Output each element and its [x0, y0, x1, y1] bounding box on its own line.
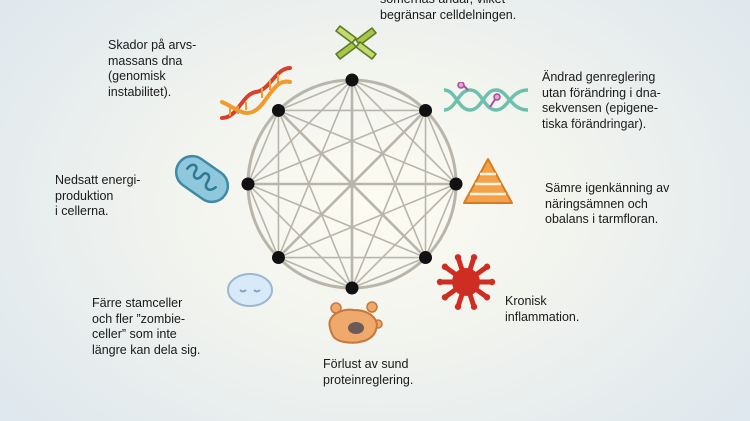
mitochondria-label: Nedsatt energi- produktion i cellerna. [55, 173, 141, 218]
network-nodes [241, 73, 463, 295]
network-chord [277, 110, 353, 289]
genomic-instability-label: Skador på arvs- massans dna (genomisk in… [108, 38, 197, 99]
stem-cell-icon [227, 273, 273, 307]
network-chord [351, 256, 426, 289]
network-chord [247, 183, 353, 289]
network-chord [247, 183, 426, 259]
network-chord [424, 110, 457, 185]
network-chord [247, 109, 426, 185]
inflammation-label: Kronisk inflammation. [505, 294, 580, 324]
food-pyramid-icon [463, 158, 513, 204]
network-chord [247, 110, 280, 185]
network-chord [278, 79, 353, 112]
network-chord [277, 79, 353, 258]
inflammation-spike-tip [470, 303, 478, 310]
network-node [271, 251, 285, 265]
nutrient-sensing-label: Sämre igenkänning av näringsämnen och ob… [545, 181, 670, 226]
network-node [271, 103, 285, 117]
epigenetic-label: Ändrad genreglering utan förändring i dn… [542, 70, 661, 131]
epigenetic-dna-icon [443, 82, 529, 112]
inflammation-spike-tip [470, 254, 478, 261]
network-node [345, 73, 359, 87]
network-chord [351, 79, 426, 112]
mitochondrion-icon [174, 154, 230, 204]
stem-cells-label: Färre stamceller och fler ”zombie- celle… [92, 296, 201, 357]
inflammation-spike-tip [483, 263, 491, 270]
network-node [449, 177, 463, 191]
chromosome-icon [335, 25, 377, 60]
telomeres-label: somernas ändar, vilket begränsar celldel… [380, 0, 517, 22]
inflammation-spike-tip [454, 254, 462, 261]
network-chord [351, 110, 427, 289]
network-chord [424, 183, 457, 258]
dna-helix-icon [220, 66, 292, 120]
inflammation-spike-tip [488, 278, 496, 286]
network-node [241, 177, 255, 191]
inflammation-spike-tip [441, 263, 449, 270]
proteostasis-label: Förlust av sund proteinreglering. [323, 357, 414, 387]
inflammation-spike-tip [436, 278, 444, 286]
network-chord [278, 256, 353, 289]
network-chord [278, 183, 457, 259]
inflammation-icon [436, 254, 496, 310]
protein-cell-icon [328, 301, 383, 344]
inflammation-spike-tip [454, 303, 462, 310]
network-node [345, 281, 359, 295]
network-chord [278, 109, 457, 185]
inflammation-spike-tip [441, 294, 449, 301]
network-chord [277, 109, 427, 259]
inflammation-spike-tip [483, 294, 491, 301]
network-chords [247, 79, 457, 289]
network-chord [351, 79, 427, 258]
network-node [419, 103, 433, 117]
network-node [419, 251, 433, 265]
network-chord [247, 183, 280, 258]
